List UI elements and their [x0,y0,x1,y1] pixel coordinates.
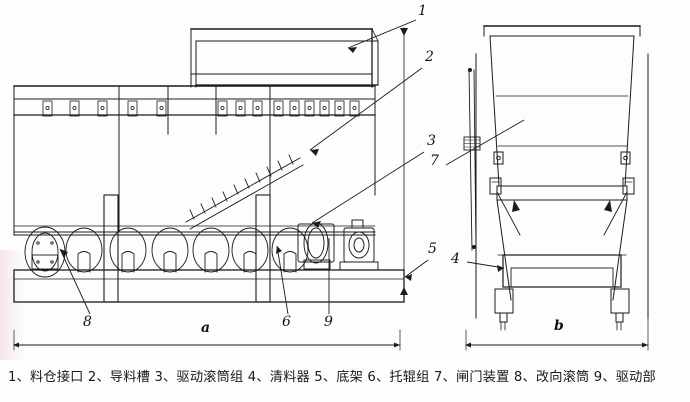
callout-number-2: 2 [425,49,434,65]
callout-number-4: 4 [451,251,460,267]
callout-number-5: 5 [428,241,437,257]
drive-unit-9 [339,219,379,271]
dimension-label-a: a [201,320,211,336]
roller-row [13,226,376,278]
carrying-idler-group-6 [65,227,309,273]
callout-leaders [59,19,525,315]
chute-clamp-brackets [42,100,360,117]
leader-2 [309,67,423,156]
witness-lines [400,27,408,301]
side-hopper-flange [483,25,641,37]
side-drum-assembly [489,151,635,201]
callout-number-1: 1 [418,3,427,19]
leader-5 [404,259,429,281]
side-cleaner-4 [494,288,630,331]
callout-number-6: 6 [282,314,291,330]
leader-7 [445,119,525,166]
cleaner-device-4 [185,154,304,230]
callout-number-9: 9 [324,314,333,330]
base-frame-5 [13,269,405,303]
callout-number-3: 3 [427,133,436,149]
dimension-line-b [465,317,649,351]
side-hopper-walls [489,35,635,187]
callout-number-7: 7 [430,153,439,169]
guide-chute-2 [13,85,376,236]
paper-edge-tint [0,250,26,360]
side-gate-arms [496,191,628,236]
leader-1 [347,19,417,53]
dimension-label-b: b [554,318,564,334]
dimension-line-a [13,329,401,351]
figure-legend-caption: 1、料仓接口 2、导料槽 3、驱动滚筒组 4、清料器 5、底架 6、托辊组 7、… [8,370,656,385]
leader-3 [311,151,425,228]
side-belt-drum [497,254,627,288]
support-columns [103,194,271,303]
leader-6 [276,245,289,315]
hopper-interface-1 [190,28,379,88]
leader-8 [59,248,91,315]
gate-device-7 [463,68,481,251]
side-skirt [475,53,649,319]
leader-4 [466,261,505,272]
callout-number-8: 8 [83,314,92,330]
side-section-view [463,25,649,351]
front-elevation-view [13,27,408,351]
